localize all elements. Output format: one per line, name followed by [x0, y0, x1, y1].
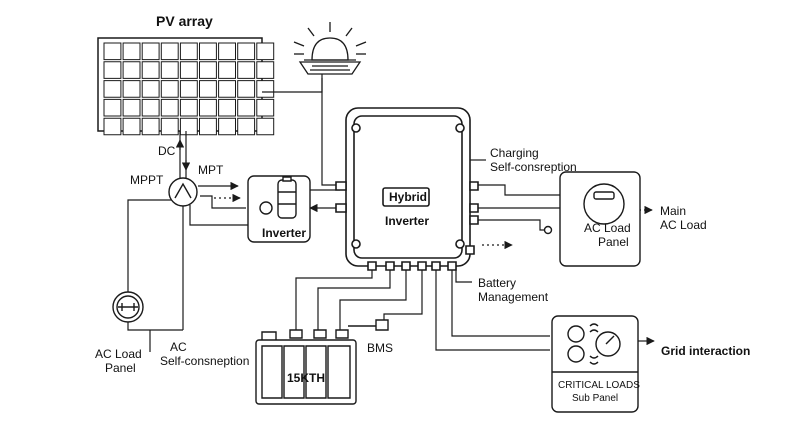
pv-cell [161, 43, 178, 60]
critical-loads-panel [552, 316, 638, 412]
pv-cell [219, 81, 236, 98]
hybrid-inverter [336, 108, 478, 270]
pv-cell [200, 62, 217, 79]
pv-cell [238, 99, 255, 116]
critical-loads-label-2: Sub Panel [572, 393, 619, 404]
ac-self-label-2: Self-consneption [160, 354, 250, 368]
pv-cell [180, 99, 197, 116]
grid-interaction-label: Grid interaction [661, 344, 751, 358]
pv-cell [200, 81, 217, 98]
pv-cell [200, 99, 217, 116]
pv-cell [161, 99, 178, 116]
mpt-label: MPT [198, 163, 224, 177]
pv-cell [200, 118, 217, 135]
inverter-small-box [248, 176, 310, 242]
ac-self-label-1: AC [170, 340, 187, 354]
pv-cell [142, 62, 159, 79]
pv-cell [104, 99, 121, 116]
pv-cell [219, 62, 236, 79]
hybrid-label: Hybrid [389, 190, 428, 204]
pv-cell [142, 99, 159, 116]
pv-cell [123, 62, 140, 79]
pv-cell [200, 43, 217, 60]
ac-load-panel-left-label-1: AC Load [95, 347, 142, 361]
mppt-arrows [175, 139, 241, 203]
pv-cell [180, 43, 197, 60]
pv-cell [257, 62, 274, 79]
ac-load-panel-right-label-1: AC Load [584, 221, 631, 235]
ac-load-panel-right [545, 172, 641, 266]
pv-cell [104, 118, 121, 135]
ac-load-panel-left-label-2: Panel [105, 361, 136, 375]
ac-load-panel-right-label-2: Panel [598, 235, 629, 249]
pv-cell [123, 99, 140, 116]
pv-cell [142, 118, 159, 135]
pv-cell [219, 99, 236, 116]
mppt-label: MPPT [130, 173, 164, 187]
pv-cell [104, 62, 121, 79]
charging-label: Charging [490, 146, 539, 160]
pv-array-label: PV array [156, 13, 213, 29]
pv-cell [161, 118, 178, 135]
main-ac-load-label-1: Main [660, 204, 687, 218]
pv-cell [104, 81, 121, 98]
wiring [128, 74, 655, 352]
inverter-main-label: Inverter [385, 214, 430, 228]
pv-cell [142, 81, 159, 98]
inverter-small-label: Inverter [262, 226, 307, 240]
pv-cell [257, 118, 274, 135]
pv-cell [238, 62, 255, 79]
pv-cell [123, 118, 140, 135]
pv-cell [123, 43, 140, 60]
self-consreption-label: Self-consreption [490, 160, 577, 174]
battery-management-label-2: Management [478, 290, 549, 304]
pv-cell [238, 81, 255, 98]
dc-label: DC [158, 144, 176, 158]
pv-cell [257, 81, 274, 98]
sun-icon [294, 22, 366, 74]
battery-management-label-1: Battery [478, 276, 517, 290]
pv-cell [257, 43, 274, 60]
main-ac-load-label-2: AC Load [660, 218, 707, 232]
pv-cell [238, 118, 255, 135]
pv-cell [219, 43, 236, 60]
battery-model-label: 15KTH [287, 371, 326, 385]
battery-pack [256, 320, 388, 404]
pv-cell [123, 81, 140, 98]
pv-cell [142, 43, 159, 60]
pv-cell [180, 81, 197, 98]
pv-cell [161, 62, 178, 79]
bms-label: BMS [367, 341, 394, 355]
pv-cell [257, 99, 274, 116]
pv-cell [161, 81, 178, 98]
pv-cell [104, 43, 121, 60]
ac-meter-left [113, 292, 143, 322]
pv-array-panel [98, 38, 274, 135]
pv-cell [180, 118, 197, 135]
pv-cell [180, 62, 197, 79]
mppt-icon [169, 178, 197, 206]
pv-cell [238, 43, 255, 60]
pv-cell [219, 118, 236, 135]
critical-loads-label-1: CRITICAL LOADS [558, 380, 640, 391]
